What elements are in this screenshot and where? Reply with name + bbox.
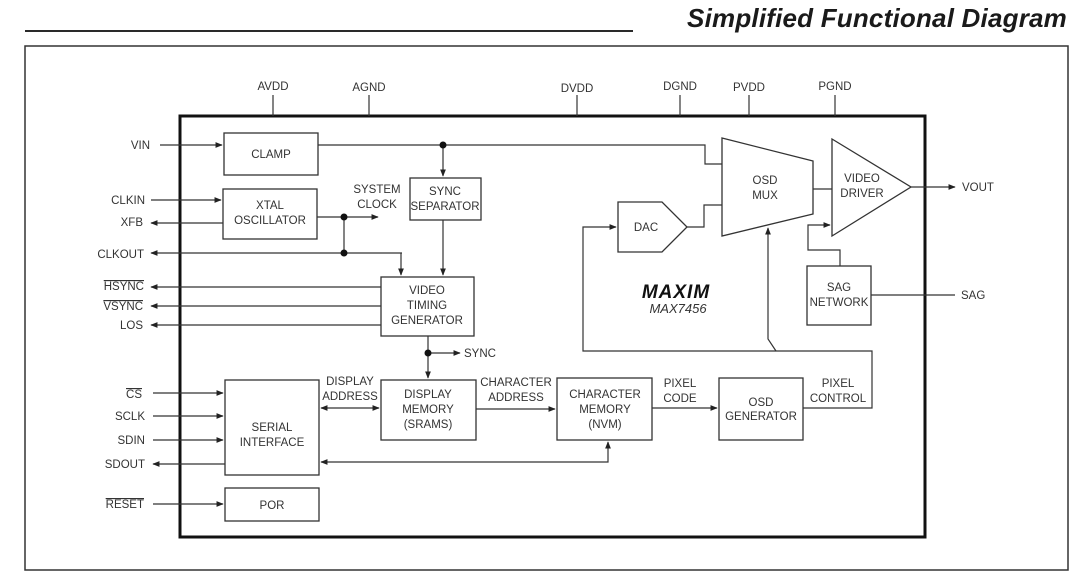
block-por-label: POR — [260, 500, 285, 512]
junction-dot — [340, 249, 348, 257]
wire-pixel-control — [582, 224, 873, 409]
pin-sdout: SDOUT — [105, 459, 145, 471]
block-osd-mux-label-2: MUX — [752, 190, 778, 202]
outer-frame — [24, 45, 1069, 571]
wire-dac-to-mux — [687, 204, 722, 228]
block-osd-gen-label-2: GENERATOR — [725, 411, 797, 423]
junctions — [340, 141, 447, 357]
block-sync-sep-label-1: SYNC — [429, 186, 461, 198]
block-dac: DAC — [617, 201, 688, 253]
block-sag-network: SAG NETWORK — [806, 265, 872, 326]
signal-system-clock-1: SYSTEM — [353, 184, 400, 196]
top-pins: AVDD AGND DVDD DGND PVDD PGND — [257, 81, 852, 116]
block-serial-label-2: INTERFACE — [240, 437, 305, 449]
junction-dot — [340, 213, 348, 221]
pin-pvdd: PVDD — [733, 82, 765, 94]
block-xtal-label-2: OSCILLATOR — [234, 215, 306, 227]
block-sag-net-label-1: SAG — [827, 282, 851, 294]
signal-display-address-1: DISPLAY — [326, 376, 374, 388]
block-osd-mux-label-1: OSD — [753, 175, 778, 187]
chip-body — [178, 114, 927, 539]
block-clamp-label: CLAMP — [251, 149, 291, 161]
block-xtal-oscillator: XTAL OSCILLATOR — [222, 188, 318, 240]
pin-clkout: CLKOUT — [97, 249, 144, 261]
block-osd-generator: OSD GENERATOR — [718, 377, 804, 441]
wire-pixel-control-to-mux — [765, 227, 777, 352]
block-por: POR — [224, 487, 320, 522]
pin-sclk: SCLK — [115, 411, 145, 423]
junction-dot — [424, 349, 432, 357]
signal-pixel-code-1: PIXEL — [664, 378, 697, 390]
title-rule — [25, 30, 633, 32]
block-char-mem-label-1: CHARACTER — [569, 389, 641, 401]
signal-system-clock-2: CLOCK — [357, 199, 397, 211]
block-disp-mem-label-2: MEMORY — [402, 404, 454, 416]
wire-serial-to-charmem — [320, 441, 611, 465]
pin-cs: CS — [126, 389, 142, 401]
pin-vout: VOUT — [962, 182, 994, 194]
signal-character-address-2: ADDRESS — [488, 392, 544, 404]
pin-pgnd: PGND — [818, 81, 851, 93]
block-sync-sep-label-2: SEPARATOR — [410, 201, 479, 213]
block-vtg-label-2: TIMING — [407, 300, 447, 312]
wire-clamp-to-mux — [318, 144, 722, 165]
pin-vsync: VSYNC — [103, 301, 143, 313]
pin-vin: VIN — [131, 140, 150, 152]
block-dac-label: DAC — [634, 222, 658, 234]
block-char-mem-label-3: (NVM) — [588, 419, 621, 431]
block-serial-label-1: SERIAL — [252, 422, 294, 434]
pin-sag: SAG — [961, 290, 985, 302]
pin-sdin: SDIN — [118, 435, 145, 447]
block-vtg-label-3: GENERATOR — [391, 315, 463, 327]
block-osd-mux: OSD MUX — [721, 137, 814, 237]
block-xtal-label-1: XTAL — [256, 200, 285, 212]
block-clamp: CLAMP — [223, 132, 319, 176]
pin-los: LOS — [120, 320, 143, 332]
block-video-timing-generator: VIDEO TIMING GENERATOR — [380, 276, 475, 337]
pin-clkin: CLKIN — [111, 195, 145, 207]
signal-sync: SYNC — [464, 348, 496, 360]
signal-display-address-2: ADDRESS — [322, 391, 378, 403]
junction-dot — [439, 141, 447, 149]
pin-hsync: HSYNC — [104, 281, 144, 293]
block-sag-net-label-2: NETWORK — [810, 297, 869, 309]
block-vtg-label-1: VIDEO — [409, 285, 445, 297]
pin-dgnd: DGND — [663, 81, 697, 93]
wire-sag-to-driver — [807, 222, 841, 266]
part-number: MAX7456 — [649, 301, 707, 316]
maxim-logo: MAXIM — [642, 282, 711, 303]
block-video-driver-label-2: DRIVER — [840, 188, 883, 200]
block-sync-separator: SYNC SEPARATOR — [409, 177, 482, 221]
diagram-title: Simplified Functional Diagram — [687, 3, 1067, 33]
left-pins: VIN CLKIN XFB CLKOUT HSYNC VSYNC LOS CS … — [97, 140, 150, 511]
wires — [150, 142, 956, 507]
block-disp-mem-label-3: (SRAMS) — [404, 419, 453, 431]
pin-xfb: XFB — [121, 217, 144, 229]
signal-pixel-code-2: CODE — [663, 393, 697, 405]
block-video-driver-label-1: VIDEO — [844, 173, 880, 185]
pin-dvdd: DVDD — [561, 83, 594, 95]
pin-reset: RESET — [106, 499, 144, 511]
pin-agnd: AGND — [352, 82, 385, 94]
block-osd-gen-label-1: OSD — [749, 397, 774, 409]
pin-avdd: AVDD — [257, 81, 288, 93]
block-serial-interface: SERIAL INTERFACE — [224, 379, 320, 476]
block-video-driver: VIDEO DRIVER — [831, 137, 913, 238]
block-character-memory: CHARACTER MEMORY (NVM) — [556, 377, 653, 441]
signal-pixel-control-1: PIXEL — [822, 378, 855, 390]
signal-pixel-control-2: CONTROL — [810, 393, 867, 405]
block-display-memory: DISPLAY MEMORY (SRAMS) — [380, 379, 477, 441]
signal-character-address-1: CHARACTER — [480, 377, 552, 389]
block-disp-mem-label-1: DISPLAY — [404, 389, 452, 401]
block-char-mem-label-2: MEMORY — [579, 404, 631, 416]
